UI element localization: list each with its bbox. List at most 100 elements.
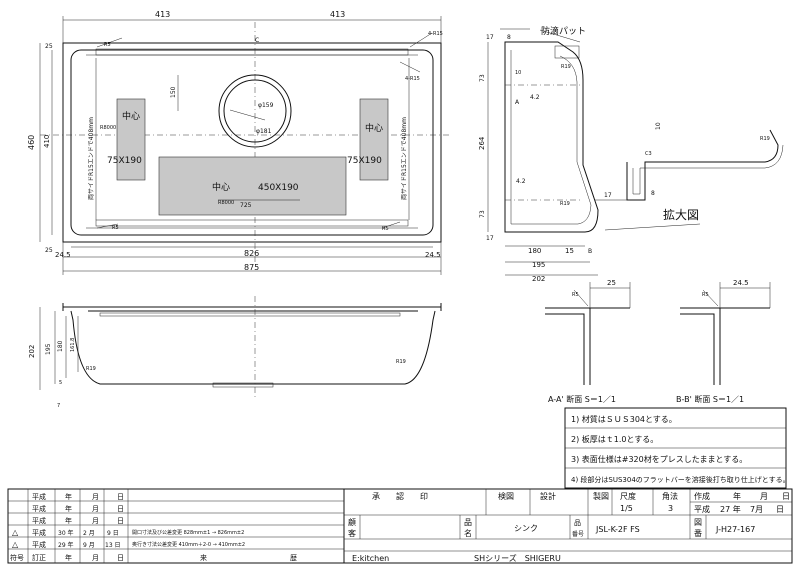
- scale-label: 尺度: [620, 491, 636, 501]
- rev-3-era: 平成: [32, 516, 46, 525]
- side-label-b: B: [588, 248, 592, 255]
- dim-150: 150: [170, 86, 177, 98]
- section-bb-dim: 24.5: [733, 279, 749, 287]
- size-label-right: 75X190: [347, 156, 382, 166]
- enlarged-title: 拡大図: [663, 208, 699, 222]
- rev-3-year: 年: [65, 516, 72, 525]
- footer-month-label: 月: [92, 554, 99, 562]
- rev-2-year: 年: [65, 504, 72, 513]
- sink-outer-outline: [62, 42, 442, 243]
- dim-413-left: 413: [155, 10, 170, 19]
- side-dim-4-2-top: 4.2: [530, 94, 540, 101]
- enlarged-chamfer: C3: [645, 151, 652, 157]
- note-3: 3) 表面仕様は#320材をプレスしたままとする。: [571, 454, 747, 464]
- client-label-2: 客: [348, 528, 356, 538]
- dim-413-right: 413: [330, 10, 345, 19]
- side-dim-202: 202: [532, 275, 545, 283]
- created-month-value: 7月: [750, 505, 763, 514]
- created-era: 平成: [694, 504, 710, 514]
- side-radius-top: R19: [561, 64, 571, 70]
- dim-875: 875: [244, 263, 259, 272]
- sink-bowl-outline: [70, 49, 434, 236]
- side-dim-195: 195: [532, 261, 545, 269]
- angle-value: 3: [668, 504, 673, 513]
- figure-label-1: 図: [694, 518, 702, 527]
- footer-history-label: 歴: [290, 554, 297, 562]
- side-dim-180: 180: [528, 247, 541, 255]
- part-label-1: 品: [574, 519, 581, 527]
- enlarged-dim-10: 10: [655, 122, 662, 130]
- rev-2-month: 月: [92, 505, 99, 513]
- client-value: E:kitchen: [352, 554, 389, 563]
- name-label-1: 品: [464, 518, 472, 527]
- footer-come-label: 来: [200, 554, 207, 562]
- bottom-step-slot: [95, 219, 409, 227]
- title-block: 平成 年 月 日 平成 年 月 日 平成 年 月 日 △ 平成 30 年 2 月…: [7, 488, 793, 564]
- draft-label: 製図: [593, 491, 609, 501]
- series-value: SHシリーズ SHIGERU: [474, 553, 561, 563]
- section-aa-title: A-A' 断面 S＝1／1: [548, 394, 616, 404]
- dim-725: 725: [240, 202, 252, 209]
- top-view: 413 413 460 410 25 25 24.5 24.5 826 875 …: [27, 10, 450, 275]
- created-year-label: 年: [733, 491, 741, 501]
- side-dim-73-bottom: 73: [479, 210, 486, 218]
- note-1: 1) 材質はＳＵＳ304とする。: [571, 414, 677, 424]
- side-view: 防滴パット 17 8 73 264 73 17 180 15 195 202 4…: [478, 25, 599, 283]
- rev-5-year: 29 年: [58, 541, 74, 549]
- angle-label: 角法: [662, 491, 678, 501]
- drain-diameter-181: φ181: [256, 128, 272, 135]
- enlarged-dim-17: 17: [604, 192, 612, 199]
- section-dim-195: 195: [45, 343, 52, 355]
- enlarged-dim-8: 8: [651, 190, 655, 197]
- enlarged-radius: R19: [760, 136, 770, 142]
- rev-2-day: 日: [117, 505, 124, 513]
- dim-410: 410: [43, 135, 51, 148]
- rev-4-year: 30 年: [58, 529, 74, 537]
- section-bb-radius: R5: [702, 292, 709, 298]
- section-bb-title: B-B' 断面 S＝1／1: [676, 394, 744, 404]
- radius-8000-bottom: R8000: [218, 200, 234, 206]
- note-4: 4) 段部分はSUS304のフラットバーを溶接後打ち取り仕上げとする。: [571, 475, 790, 484]
- drain-diameter-159: φ159: [258, 102, 274, 109]
- side-dim-17-top: 17: [486, 34, 494, 41]
- approval-stamp-label: 承 認 印: [372, 491, 428, 501]
- name-label-2: 名: [464, 528, 472, 538]
- side-profile-outer: [504, 41, 599, 233]
- dim-25-bottom: 25: [45, 247, 53, 254]
- side-title-drip-pad: 防滴パット: [541, 25, 586, 37]
- section-view: 202 195 180 161.8 5 7 R19 R19: [28, 296, 442, 409]
- rev-4-desc: 開口寸法及び公差変更 828mm±1 → 826mm±2: [132, 529, 244, 536]
- created-label: 作成: [694, 491, 710, 501]
- enlarged-detail: 拡大図 10 17 8 R19 C3: [595, 122, 784, 231]
- footer-correction-label: 訂正: [32, 553, 46, 562]
- rev-1-day: 日: [117, 493, 124, 501]
- side-dim-264: 264: [478, 136, 486, 150]
- section-radius-left: R19: [86, 366, 96, 372]
- created-month-label: 月: [760, 492, 768, 501]
- footer-mark-label: 符号: [10, 553, 24, 562]
- side-radius-bottom: R19: [560, 201, 570, 207]
- side-label-right: 両サイドR15エンドで408mm: [401, 117, 408, 200]
- rev-4-mark: △: [12, 528, 19, 537]
- rev-1-month: 月: [92, 493, 99, 501]
- rev-5-day: 13 日: [105, 542, 121, 549]
- rev-5-desc: 奥行き寸法公差変更 410mm＋2-0 → 410mm±2: [132, 541, 245, 548]
- client-label-1: 顧: [348, 517, 356, 527]
- part-label-2: 番号: [572, 531, 584, 538]
- side-dim-15: 15: [565, 247, 574, 255]
- section-a-a: 25 R5 A-A' 断面 S＝1／1: [545, 279, 631, 404]
- created-day-value: 日: [776, 505, 784, 514]
- pad-right: [359, 98, 389, 181]
- drain-outer-circle: [218, 74, 292, 148]
- pad-center: [158, 156, 347, 216]
- side-dim-4-2-bottom: 4.2: [516, 178, 526, 185]
- footer-year-label: 年: [65, 553, 72, 562]
- radius-top-right: 4-R15: [428, 31, 443, 37]
- center-label-left: 中心: [122, 110, 140, 122]
- pad-left: [116, 98, 146, 181]
- side-dim-8: 8: [507, 34, 511, 41]
- notes-block: 1) 材質はＳＵＳ304とする。 2) 板厚はｔ1.0とする。 3) 表面仕様は…: [564, 407, 790, 489]
- rev-2-era: 平成: [32, 504, 46, 513]
- side-dim-17-bottom: 17: [486, 235, 494, 242]
